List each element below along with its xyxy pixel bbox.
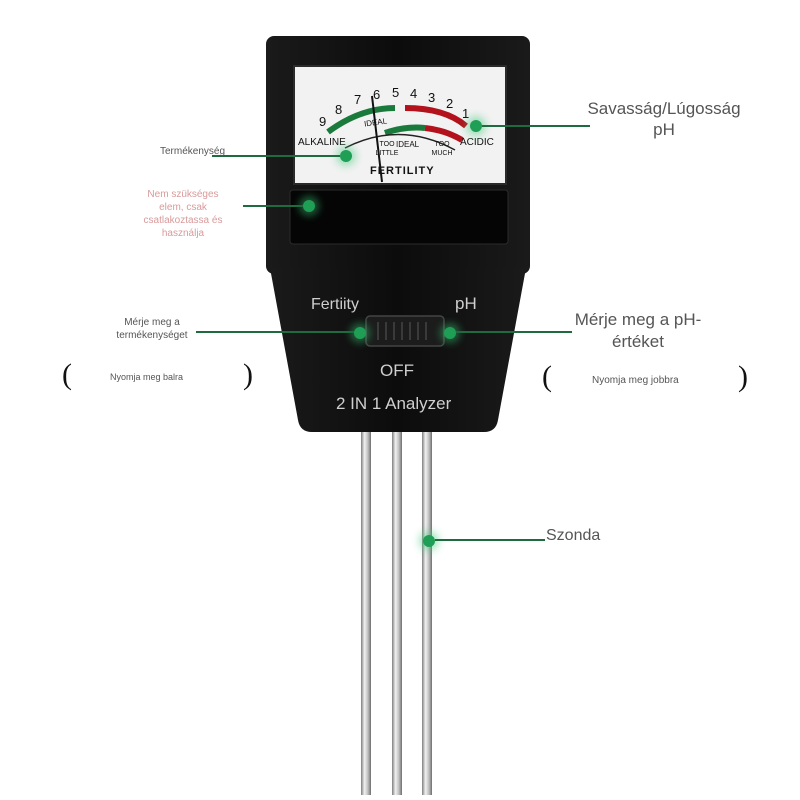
probe-right xyxy=(422,425,432,795)
ph-scale-marker-icon xyxy=(470,120,482,132)
ph-scale-red-arc xyxy=(404,105,468,129)
scale-number: 3 xyxy=(428,90,436,105)
unused-element-callout: Nem szükséges elem, csak csatlakoztassa … xyxy=(143,189,223,239)
bracket-open-left: ( xyxy=(62,358,72,391)
device-lower-body xyxy=(270,268,526,432)
scale-number: 5 xyxy=(392,85,400,100)
scale-number: 8 xyxy=(335,102,343,117)
scale-number: 6 xyxy=(373,87,381,102)
fertility-scale-marker-icon xyxy=(340,150,352,162)
too-little-label: TOO LITTLE xyxy=(375,141,399,157)
switch-right-marker-icon xyxy=(444,327,456,339)
press-left-callout: Nyomja meg balra xyxy=(110,372,184,382)
measure-ph-callout: Mérje meg a pH-értéket xyxy=(574,310,702,351)
too-much-label: TOO MUCH xyxy=(431,141,453,157)
fertility-scale-outline xyxy=(344,133,456,151)
probe-leader-line xyxy=(435,539,545,541)
fertility-scale-green-arc xyxy=(384,124,426,136)
switch-left-leader-line xyxy=(196,331,354,333)
meter-needle xyxy=(371,95,383,183)
measure-fertility-callout: Mérje meg a termékenységet xyxy=(116,317,188,341)
acidic-label: ACIDIC xyxy=(460,137,494,148)
scale-number: 2 xyxy=(446,96,454,111)
switch-left-marker-icon xyxy=(354,327,366,339)
probe-middle xyxy=(392,425,402,795)
battery-cover-marker-icon xyxy=(303,200,315,212)
ideal-fertility-label: IDEAL xyxy=(396,140,420,149)
probe-callout: Szonda xyxy=(546,527,601,544)
bracket-open-right: ( xyxy=(542,360,552,393)
battery-cover-leader-line xyxy=(243,205,303,207)
ph-scale-callout: Savasság/Lúgosság pH xyxy=(587,99,741,139)
ph-scale-green-arc xyxy=(326,105,396,135)
switch-left-label: Fertiity xyxy=(311,296,359,313)
switch-right-leader-line xyxy=(456,331,572,333)
press-right-callout: Nyomja meg jobbra xyxy=(592,375,679,386)
scale-number: 1 xyxy=(462,106,470,121)
scale-number: 9 xyxy=(319,114,327,129)
fertility-scale-leader-line xyxy=(212,155,340,157)
off-label: OFF xyxy=(380,361,414,380)
fertility-label: FERTILITY xyxy=(370,165,435,177)
scale-number: 7 xyxy=(354,92,362,107)
switch-right-label: pH xyxy=(455,294,477,313)
probe-marker-icon xyxy=(423,535,435,547)
ph-scale-leader-line xyxy=(482,125,590,127)
bracket-close-left: ) xyxy=(243,358,253,391)
fertility-scale-callout: Termékenység xyxy=(160,146,226,157)
battery-cover xyxy=(289,189,509,245)
probe-left xyxy=(361,425,371,795)
switch-ridges xyxy=(377,322,427,340)
bracket-close-right: ) xyxy=(738,360,748,393)
scale-number: 4 xyxy=(410,86,418,101)
model-label: 2 IN 1 Analyzer xyxy=(336,394,452,413)
fertility-scale-red-arc xyxy=(424,125,464,143)
alkaline-label: ALKALINE xyxy=(298,137,346,148)
